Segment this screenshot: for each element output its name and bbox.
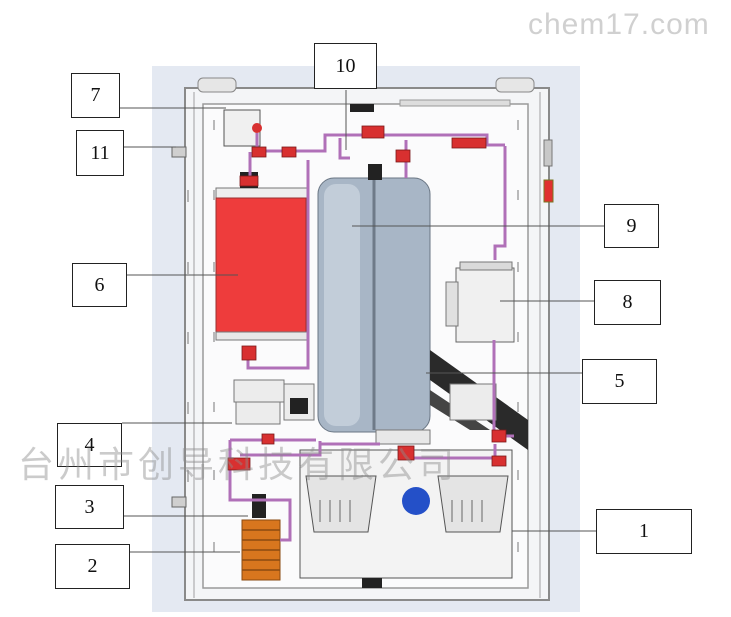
component-6-cap-top — [215, 187, 309, 199]
top-handle-right — [495, 77, 535, 93]
callout-9: 9 — [604, 204, 659, 248]
callout-3-label: 3 — [84, 495, 95, 518]
callout-5: 5 — [582, 359, 657, 404]
side-port-bottom — [171, 496, 187, 508]
component-1-right-head — [437, 475, 509, 533]
component-8-mount — [445, 281, 459, 327]
side-knob — [543, 139, 553, 167]
column-highlight-left — [324, 184, 360, 426]
component-6-cap-bottom — [215, 331, 309, 341]
top-handle-left — [197, 77, 237, 93]
lower-block-dark — [290, 398, 308, 414]
lower-block-2 — [235, 401, 281, 425]
callout-11: 11 — [76, 130, 124, 176]
component-7-port — [252, 123, 262, 133]
callout-7: 7 — [71, 73, 120, 118]
callout-1-label: 1 — [639, 520, 649, 542]
side-port-top — [171, 146, 187, 158]
watermark-bottom: 台州市创导科技有限公司 — [18, 445, 459, 486]
callout-4-label: 4 — [84, 433, 95, 456]
callout-2-label: 2 — [87, 555, 98, 577]
callout-10-label: 10 — [335, 54, 356, 77]
column-top-fitting — [368, 164, 382, 180]
component-8-top — [459, 261, 513, 271]
callout-5-label: 5 — [614, 370, 625, 392]
callout-7-label: 7 — [90, 84, 101, 106]
component-1-foot — [362, 578, 382, 588]
top-bracket — [399, 99, 511, 107]
callout-6-label: 6 — [94, 273, 105, 296]
lower-block-1 — [233, 379, 285, 403]
watermark-top: chem17.com — [528, 8, 710, 41]
fitting-set — [227, 125, 507, 471]
callout-9-label: 9 — [626, 214, 637, 237]
callout-6: 6 — [72, 263, 127, 307]
callout-2: 2 — [55, 544, 130, 589]
lower-block-4 — [449, 383, 497, 421]
component-1-motor — [402, 487, 430, 515]
power-switch — [543, 179, 554, 203]
component-1-left-head — [305, 475, 377, 533]
side-slots — [187, 120, 519, 552]
callout-8: 8 — [594, 280, 661, 325]
top-vent — [350, 104, 374, 112]
callout-8-label: 8 — [622, 291, 633, 313]
component-2-coil-turns — [242, 529, 280, 571]
leader-lines — [120, 90, 604, 553]
component-8-box — [455, 267, 515, 343]
component-1-fins — [319, 500, 483, 522]
component-3-valve — [252, 494, 266, 518]
column-base — [375, 429, 431, 445]
callout-10: 10 — [314, 43, 377, 89]
callout-1: 1 — [596, 509, 692, 554]
callout-11-label: 11 — [90, 141, 110, 164]
callout-3: 3 — [55, 485, 124, 529]
component-6-body — [215, 197, 307, 333]
callout-4: 4 — [57, 423, 122, 467]
